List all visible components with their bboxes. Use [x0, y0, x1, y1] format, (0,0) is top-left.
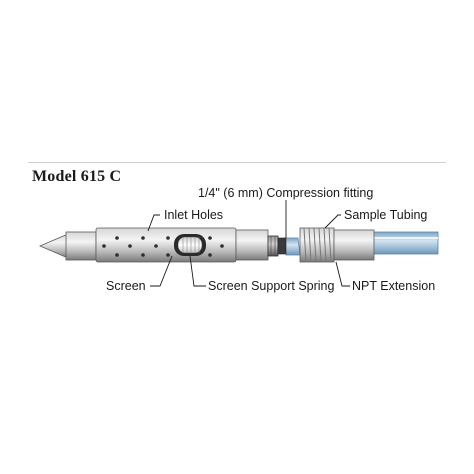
leader-lines: [147, 200, 350, 287]
label-sample-tubing: Sample Tubing: [344, 208, 427, 222]
sample-tubing: [283, 231, 439, 256]
conical-tip: [38, 233, 69, 259]
label-compression-fitting: 1/4" (6 mm) Compression fitting: [198, 186, 373, 200]
screen-body: [95, 227, 237, 263]
inlet-holes: [102, 236, 224, 257]
label-npt-extension: NPT Extension: [352, 279, 435, 293]
diagram-title: Model 615 C: [32, 168, 122, 185]
screen-window: [174, 234, 206, 256]
upper-collar: [235, 229, 269, 261]
label-inlet-holes: Inlet Holes: [164, 208, 223, 222]
npt-threads: [299, 227, 335, 263]
label-screen-support-spring: Screen Support Spring: [208, 279, 335, 293]
compression-fitting: [267, 235, 287, 257]
tip-collar: [65, 231, 97, 261]
npt-extension-pipe: [333, 229, 375, 261]
label-screen: Screen: [106, 279, 146, 293]
header-divider: [28, 162, 446, 163]
